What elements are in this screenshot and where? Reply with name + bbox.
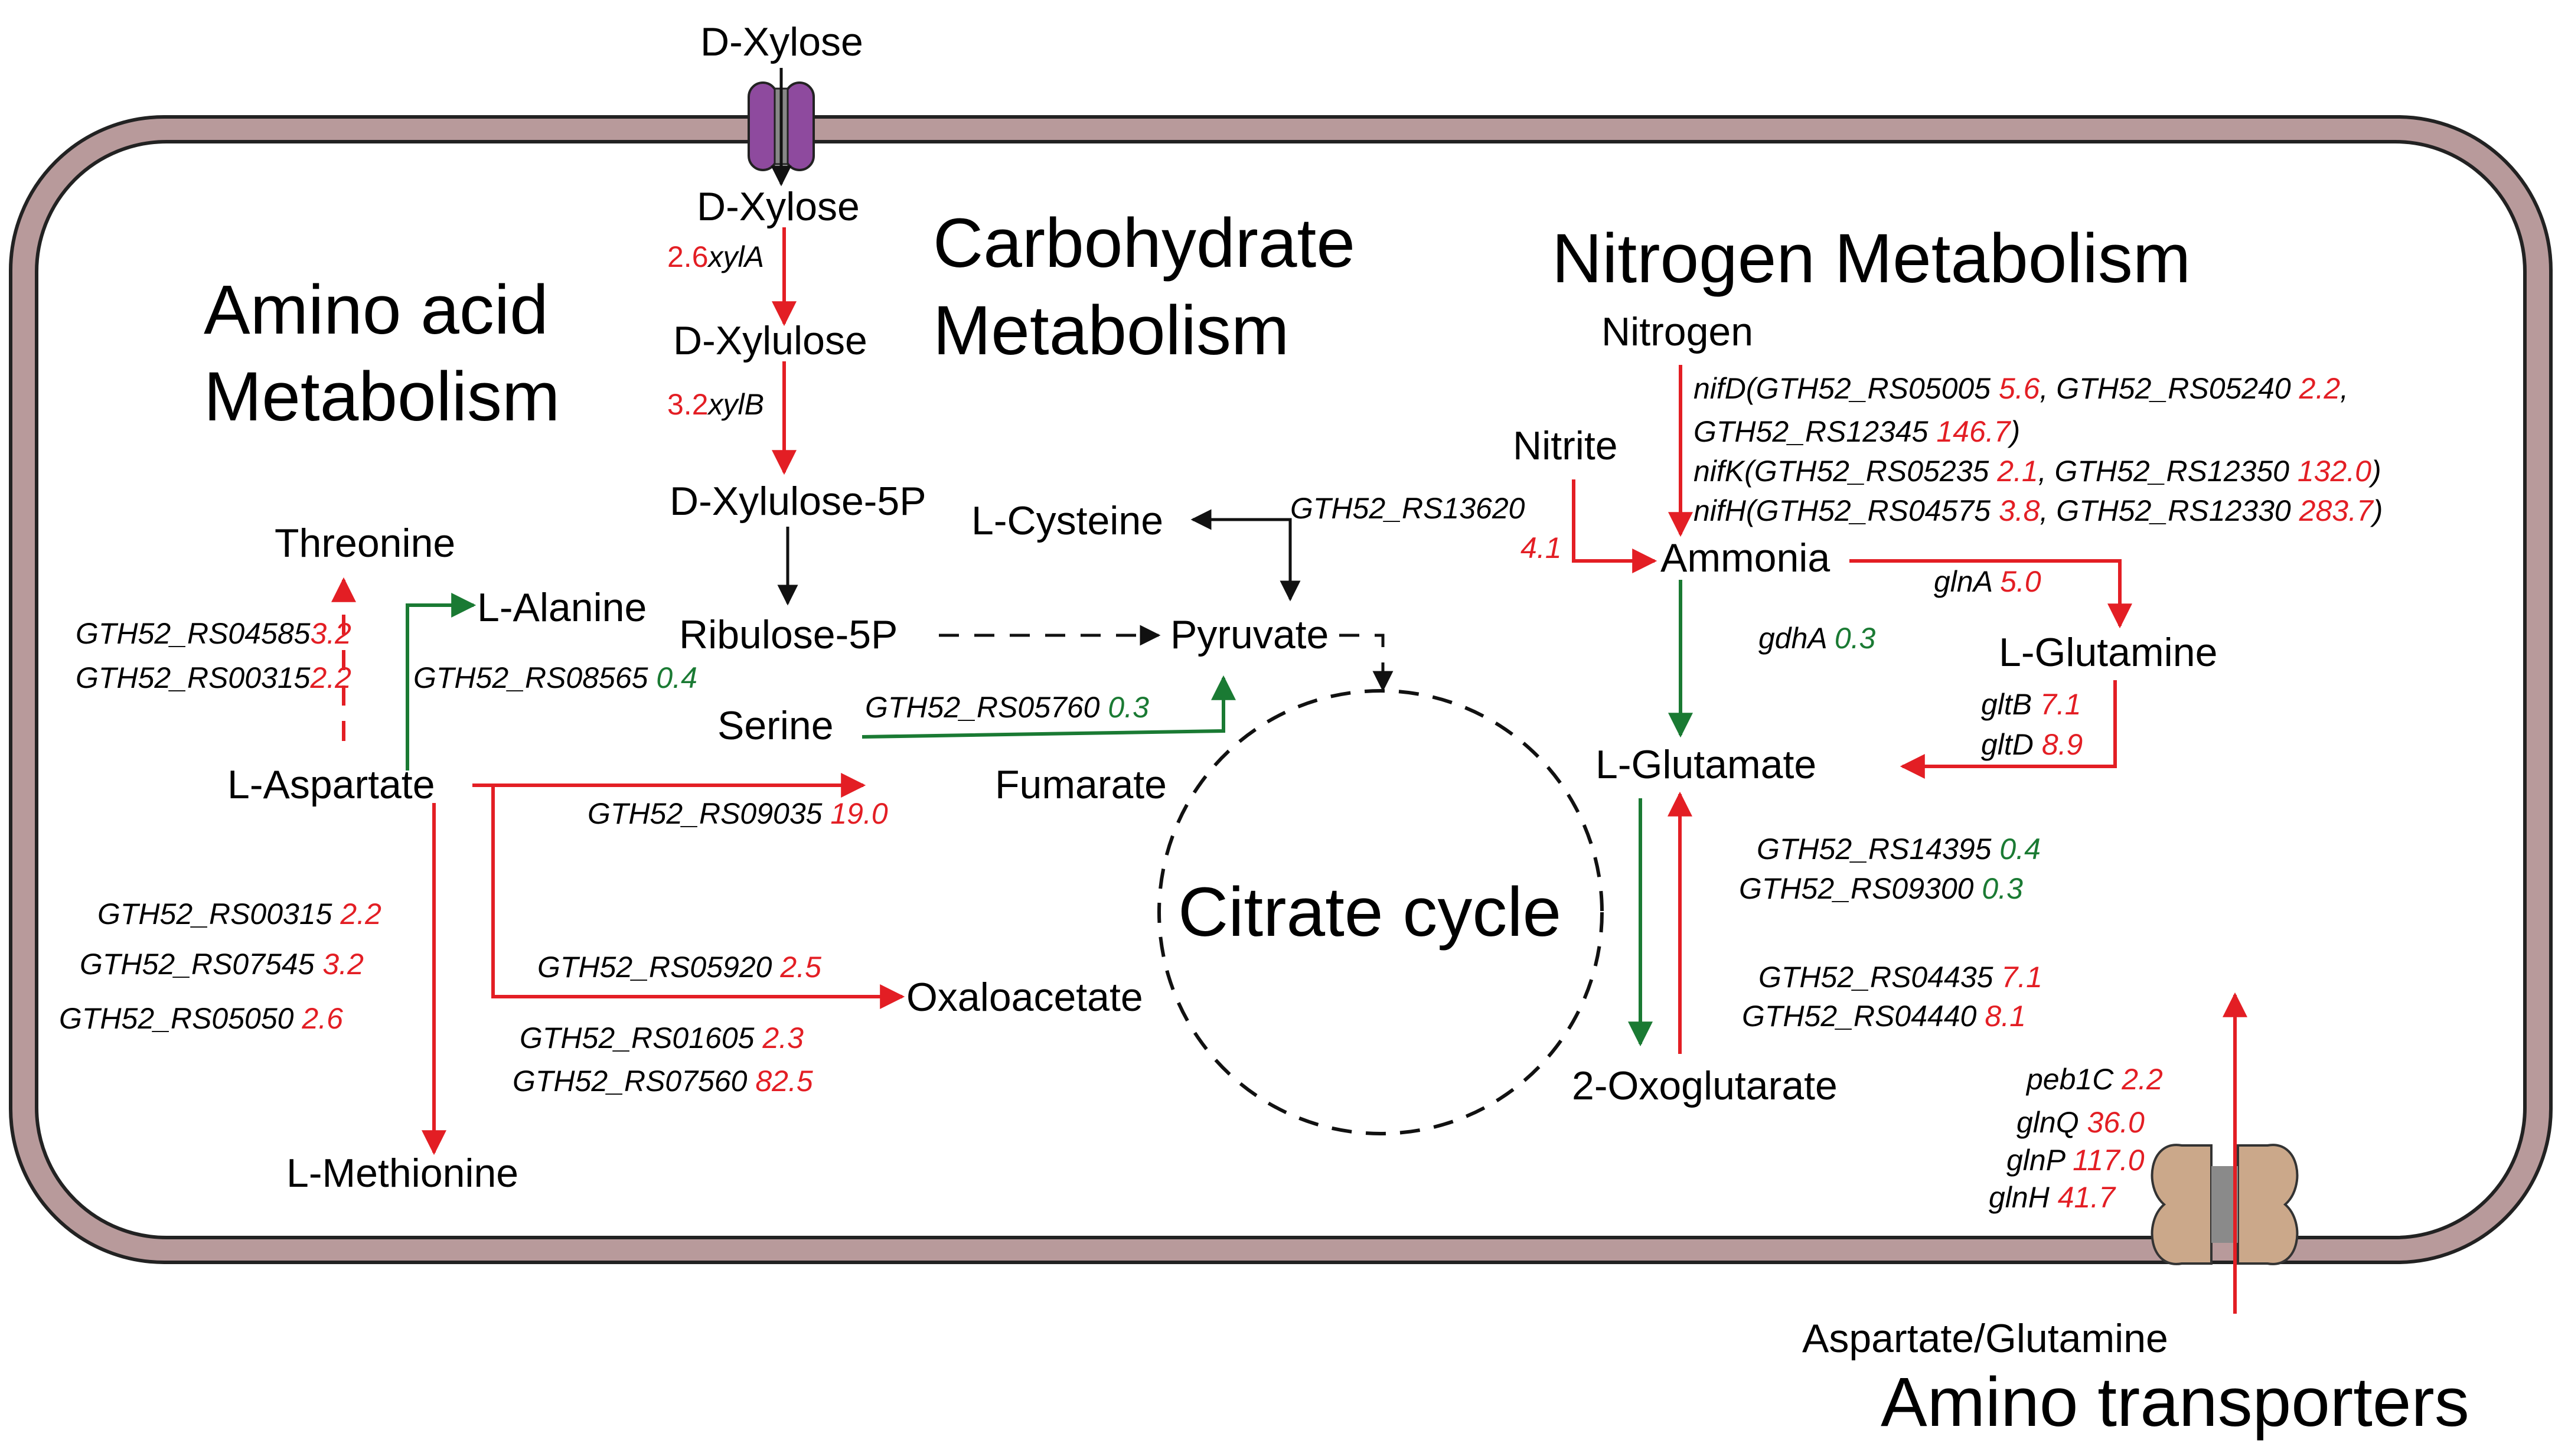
node-cysteine: L-Cysteine — [971, 498, 1163, 543]
node-alanine: L-Alanine — [477, 585, 647, 630]
gene-met-2: GTH52_RS07545 3.2 — [80, 948, 364, 981]
arrow-nitrite-ammonia — [1572, 479, 1657, 573]
gene-xylB: 3.2xylB — [667, 388, 764, 421]
gene-oxa-3: GTH52_RS07560 82.5 — [513, 1065, 813, 1098]
gene-glu-down-1: GTH52_RS14395 0.4 — [1757, 833, 2041, 866]
node-threonine: Threonine — [275, 521, 455, 566]
gene-glu-up-2: GTH52_RS04440 8.1 — [1742, 1000, 2026, 1033]
title-amino-line1: Amino acid — [204, 271, 549, 349]
node-nitrite: Nitrite — [1513, 423, 1618, 468]
gene-oxa-2: GTH52_RS01605 2.3 — [520, 1021, 804, 1055]
title-amino-line2: Metabolism — [204, 358, 560, 436]
gene-glnP: glnP 117.0 — [2006, 1144, 2145, 1177]
node-oxoglutarate: 2-Oxoglutarate — [1572, 1063, 1838, 1108]
gene-gdhA: gdhA 0.3 — [1758, 622, 1876, 655]
gene-thr-2: GTH52_RS003152.2 — [76, 661, 351, 694]
node-pyruvate: Pyruvate — [1170, 612, 1329, 657]
gene-glu-up-1: GTH52_RS04435 7.1 — [1758, 961, 2042, 994]
node-nitrogen: Nitrogen — [1601, 309, 1753, 354]
gene-nifD-line2: GTH52_RS12345 146.7) — [1693, 415, 2020, 448]
gene-ser: GTH52_RS05760 0.3 — [865, 691, 1149, 724]
arrow-glutamine-glutamate — [1900, 680, 2117, 779]
gene-met-3: GTH52_RS05050 2.6 — [59, 1002, 343, 1035]
node-oxaloacetate: Oxaloacetate — [906, 975, 1143, 1020]
title-nitrogen: Nitrogen Metabolism — [1552, 220, 2191, 298]
arrow-serine-pyruvate — [862, 675, 1236, 739]
node-serine: Serine — [717, 703, 834, 748]
gene-nifH: nifH(GTH52_RS04575 3.8, GTH52_RS12330 28… — [1693, 494, 2383, 527]
gene-glnH: glnH 41.7 — [1989, 1181, 2116, 1214]
node-xylulose: D-Xylulose — [673, 318, 867, 363]
gene-peb1C: peb1C 2.2 — [2025, 1063, 2163, 1096]
node-xylulose5p: D-Xylulose-5P — [670, 479, 926, 524]
gene-gltB: gltB 7.1 — [1981, 688, 2081, 721]
gene-gltD: gltD 8.9 — [1981, 728, 2083, 761]
gene-rs13620-value: 4.1 — [1520, 531, 1562, 564]
node-methionine: L-Methionine — [286, 1151, 518, 1196]
gene-glu-down-2: GTH52_RS09300 0.3 — [1739, 872, 2023, 905]
title-carbo-line2: Metabolism — [933, 292, 1289, 370]
gene-rs13620: GTH52_RS13620 — [1290, 492, 1525, 525]
gene-ala: GTH52_RS08565 0.4 — [413, 661, 697, 694]
arrow-ammonia-glutamine — [1849, 559, 2132, 629]
arrow-asp-alanine — [406, 593, 477, 771]
title-transport: Amino transporters — [1881, 1363, 2469, 1441]
node-fumarate: Fumarate — [995, 762, 1167, 807]
gene-glnA: glnA 5.0 — [1934, 565, 2041, 598]
gene-xylA: 2.6xylA — [667, 240, 764, 273]
node-xylose-in: D-Xylose — [697, 184, 860, 229]
title-carbo-line1: Carbohydrate — [933, 204, 1355, 282]
title-citrate: Citrate cycle — [1178, 873, 1561, 951]
gene-fum: GTH52_RS09035 19.0 — [588, 797, 888, 830]
gene-thr-1: GTH52_RS045853.2 — [76, 617, 351, 650]
cell-interior — [35, 140, 2527, 1239]
node-glutamate: L-Glutamate — [1595, 742, 1816, 787]
node-ammonia: Ammonia — [1660, 536, 1830, 580]
gene-nifK: nifK(GTH52_RS05235 2.1, GTH52_RS12350 13… — [1693, 455, 2381, 488]
gene-oxa-1: GTH52_RS05920 2.5 — [537, 951, 821, 984]
node-xylose-out: D-Xylose — [700, 19, 863, 64]
gene-met-1: GTH52_RS00315 2.2 — [97, 897, 381, 931]
node-aspartate: L-Aspartate — [227, 762, 435, 807]
arrow-pyruvate-citrate — [1339, 634, 1394, 692]
node-glutamine: L-Glutamine — [1999, 630, 2217, 675]
arrow-asp-oxaloacetate — [491, 785, 905, 1009]
gene-nifD-line1: nifD(GTH52_RS05005 5.6, GTH52_RS05240 2.… — [1693, 372, 2348, 405]
node-ribulose5p: Ribulose-5P — [679, 612, 898, 657]
node-asp-gln: Aspartate/Glutamine — [1802, 1316, 2168, 1361]
xylose-transporter — [748, 81, 815, 171]
gene-glnQ: glnQ 36.0 — [2016, 1106, 2145, 1139]
